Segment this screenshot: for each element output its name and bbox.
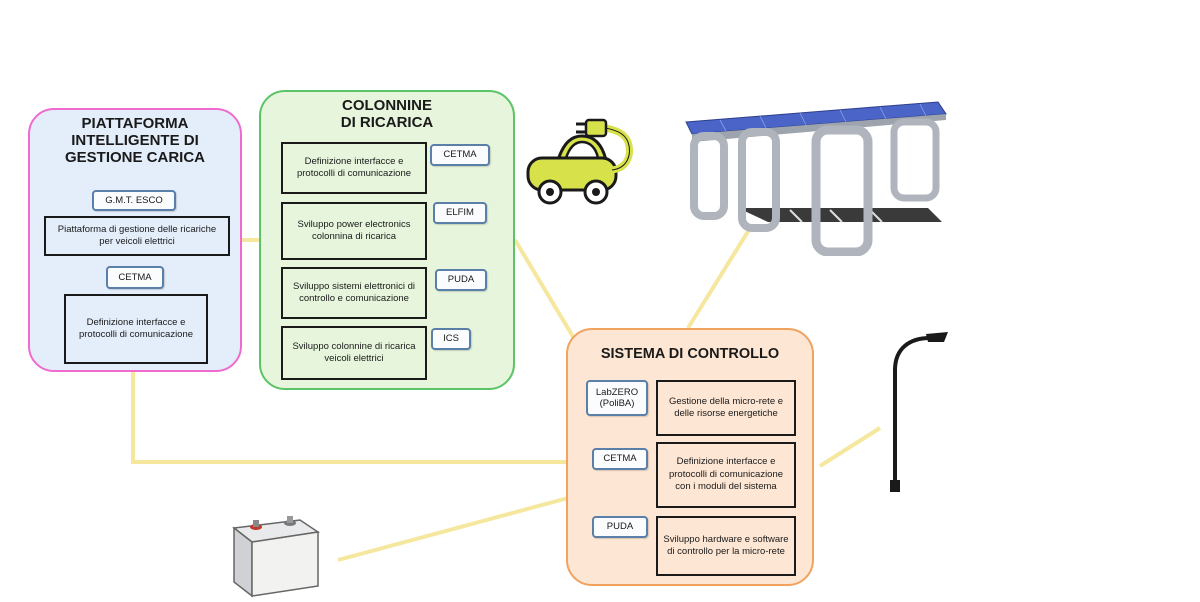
platform-box-interfaces: Definizione interfacce e protocolli di c…: [64, 294, 208, 364]
connector-solar-control: [686, 223, 754, 330]
stations-tag-2: ELFIM: [433, 202, 487, 224]
control-group: SISTEMA DI CONTROLLO LabZERO (PoliBA) Ge…: [566, 328, 814, 586]
connector-stations-control: [513, 238, 577, 342]
control-box-1: Gestione della micro-rete e delle risors…: [656, 380, 796, 436]
platform-box-management: Piattaforma di gestione delle ricariche …: [44, 216, 230, 256]
stations-tag-1: CETMA: [430, 144, 490, 166]
platform-group: PIATTAFORMA INTELLIGENTE DI GESTIONE CAR…: [28, 108, 242, 372]
control-title: SISTEMA DI CONTROLLO: [600, 346, 780, 362]
connector-battery-control: [337, 496, 569, 562]
stations-box-2: Sviluppo power electronics colonnina di …: [281, 202, 427, 260]
solar-carport-icon: [685, 101, 947, 256]
stations-title: COLONNINE DI RICARICA: [340, 97, 434, 131]
platform-tag-gmt-esco: G.M.T. ESCO: [92, 190, 176, 211]
platform-tag-cetma: CETMA: [106, 266, 164, 289]
control-tag-3: PUDA: [592, 516, 648, 538]
stations-tag-3: PUDA: [435, 269, 487, 291]
control-box-2: Definizione interfacce e protocolli di c…: [656, 442, 796, 508]
connector-lamp-control: [818, 426, 882, 468]
stations-tag-4: ICS: [431, 328, 471, 350]
control-tag-1: LabZERO (PoliBA): [586, 380, 648, 416]
stations-group: COLONNINE DI RICARICA Definizione interf…: [259, 90, 515, 390]
stations-box-4: Sviluppo colonnine di ricarica veicoli e…: [281, 326, 427, 380]
electric-car-icon: [526, 118, 633, 205]
control-box-3: Sviluppo hardware e software di controll…: [656, 516, 796, 576]
control-tag-2: CETMA: [592, 448, 648, 470]
street-lamp-icon: [890, 332, 948, 492]
battery-icon: [232, 516, 321, 598]
stations-box-3: Sviluppo sistemi elettronici di controll…: [281, 267, 427, 319]
stations-box-1: Definizione interfacce e protocolli di c…: [281, 142, 427, 194]
platform-title: PIATTAFORMA INTELLIGENTE DI GESTIONE CAR…: [64, 115, 205, 166]
connector-platform-control: [131, 370, 568, 464]
